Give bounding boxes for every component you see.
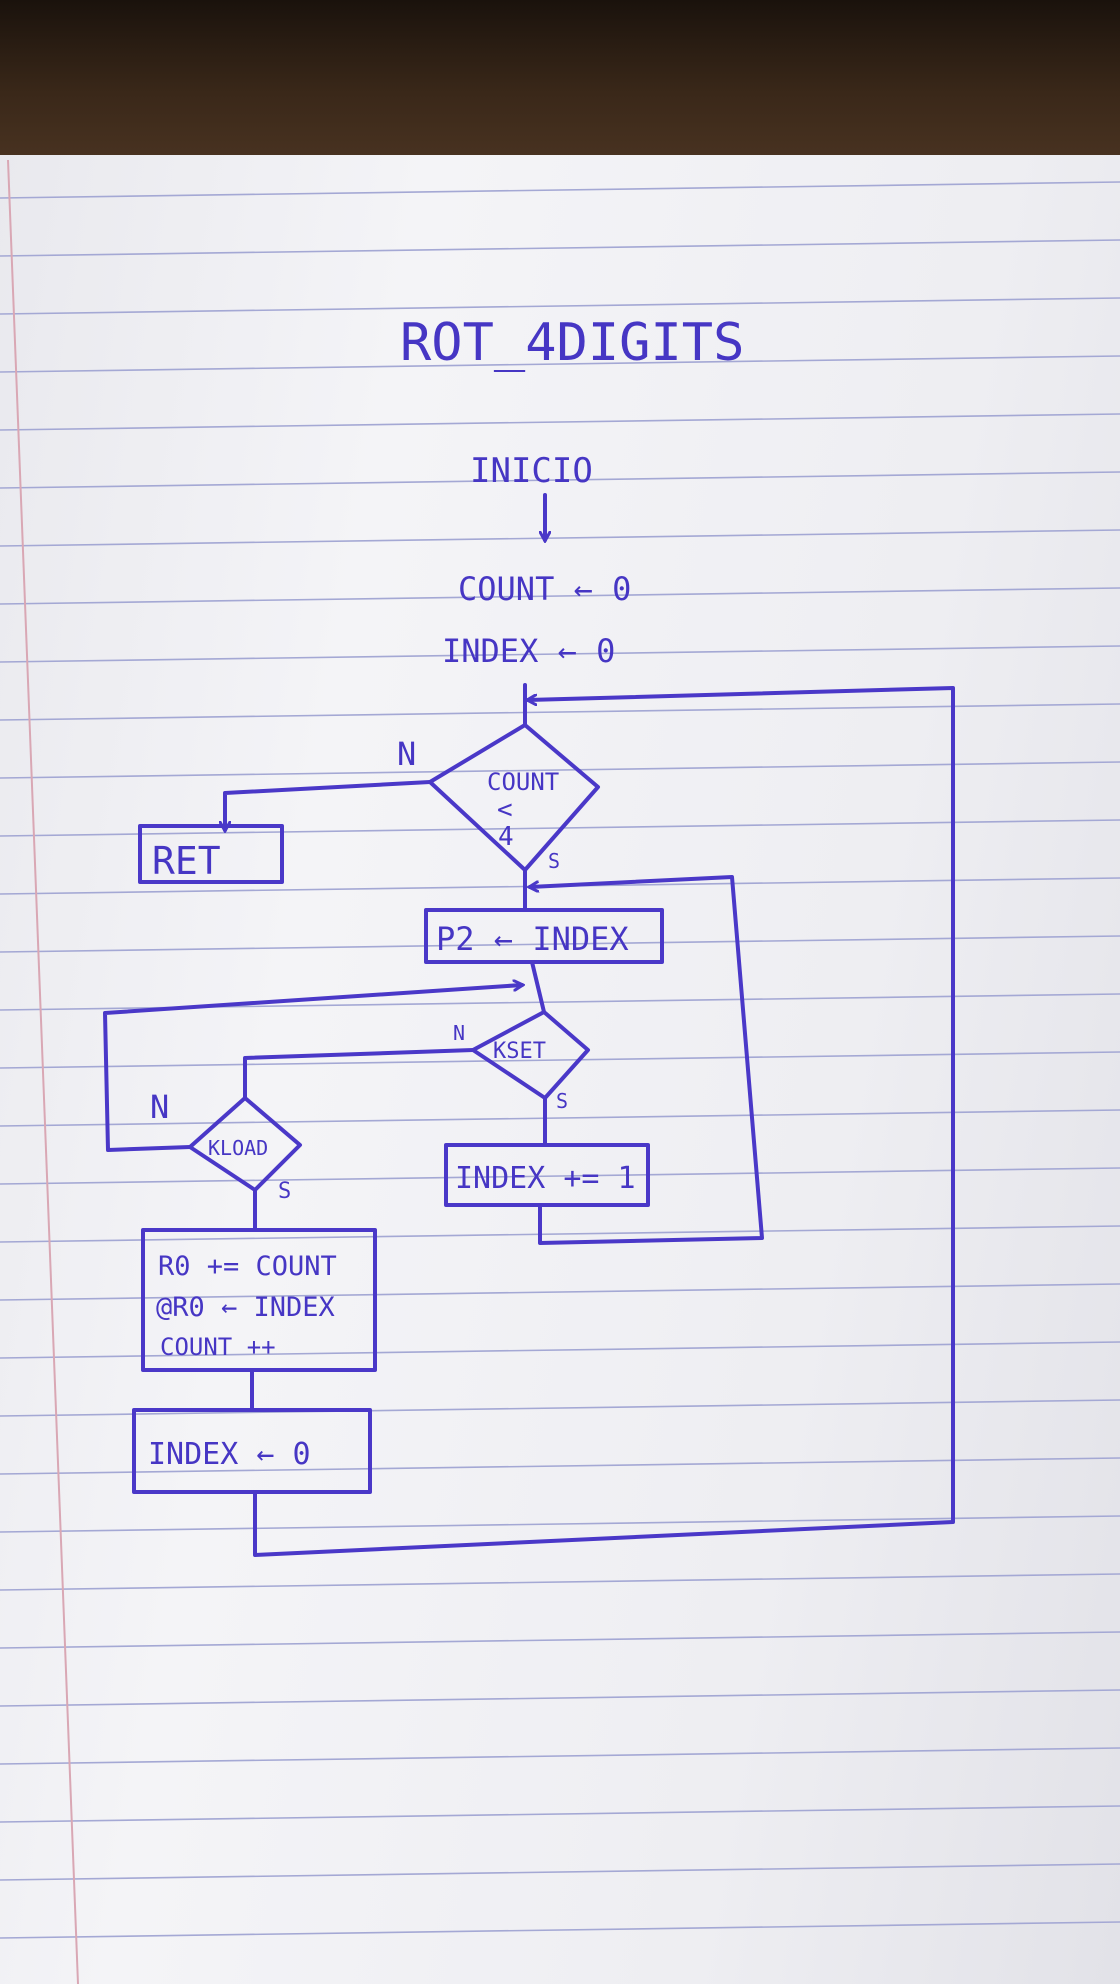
ruled-line (0, 1399, 1120, 1417)
process-line2: @R0 ← INDEX (156, 1292, 335, 1323)
count-decision-diamond (428, 723, 600, 872)
p2-label: P2 ← INDEX (436, 920, 629, 958)
ruled-line (0, 587, 1120, 605)
kset-decision-yes-label: S (556, 1089, 568, 1113)
ruled-line (0, 1341, 1120, 1359)
notebook-paper (0, 155, 1120, 1984)
increment-loop-back (530, 875, 764, 1245)
init-count-label: COUNT ← 0 (458, 570, 631, 608)
connector-to-kset (530, 960, 546, 1014)
kload-no-loop-back (103, 985, 522, 1152)
ruled-line (0, 239, 1120, 257)
ruled-line (0, 1457, 1120, 1475)
ruled-line (0, 1167, 1120, 1185)
ruled-line (0, 355, 1120, 373)
ruled-line (0, 935, 1120, 953)
ruled-line (0, 181, 1120, 199)
index-increment-label: INDEX += 1 (455, 1161, 636, 1196)
process-box (141, 1228, 377, 1372)
ruled-line (0, 1051, 1120, 1069)
index-reset-label: INDEX ← 0 (148, 1437, 311, 1472)
kset-no-to-kload (243, 1048, 475, 1100)
ruled-line (0, 761, 1120, 779)
ret-label: RET (152, 839, 221, 883)
ruled-line (0, 1689, 1120, 1707)
p2-box (424, 908, 664, 964)
count-decision-no-label: N (397, 735, 416, 773)
ruled-line (0, 297, 1120, 315)
index-reset-box (132, 1408, 372, 1494)
ruled-line (0, 1225, 1120, 1243)
process-line1: R0 += COUNT (158, 1251, 337, 1282)
ruled-line (0, 529, 1120, 547)
no-branch-to-ret (225, 780, 432, 830)
ruled-line (0, 1573, 1120, 1591)
kload-decision-yes-label: S (278, 1179, 291, 1204)
main-loop-back (253, 686, 955, 1557)
init-index-label: INDEX ← 0 (442, 632, 615, 670)
margin-line (7, 159, 79, 1984)
wooden-desk (0, 0, 1120, 170)
count-decision-line2: < (497, 795, 513, 825)
ruled-line (0, 1921, 1120, 1939)
kload-decision-no-label: N (150, 1088, 169, 1126)
count-decision-yes-label: S (548, 849, 560, 873)
ruled-line (0, 413, 1120, 431)
kset-decision-no-label: N (453, 1021, 465, 1045)
kset-decision-label: KSET (493, 1039, 546, 1064)
count-decision-line1: COUNT (487, 768, 559, 796)
ruled-line (0, 645, 1120, 663)
ruled-line (0, 471, 1120, 489)
ruled-line (0, 1515, 1120, 1533)
ruled-line (0, 1805, 1120, 1823)
start-label: INICIO (470, 451, 593, 491)
ruled-line (0, 1863, 1120, 1881)
ruled-line (0, 1109, 1120, 1127)
diagram-title: ROT_4DIGITS (400, 313, 744, 373)
process-line3: COUNT ++ (160, 1333, 276, 1361)
ret-box (138, 824, 284, 884)
ruled-line (0, 1283, 1120, 1301)
count-decision-line3: 4 (498, 822, 514, 852)
ruled-line (0, 703, 1120, 721)
ruled-line (0, 1747, 1120, 1765)
index-increment-box (444, 1143, 650, 1207)
kload-decision-label: KLOAD (208, 1136, 268, 1160)
ruled-line (0, 1631, 1120, 1649)
